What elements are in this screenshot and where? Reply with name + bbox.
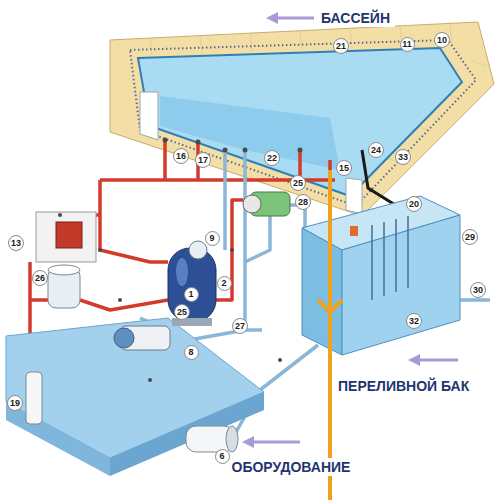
callout-number: 29 <box>465 233 475 242</box>
equipment-slab-side <box>6 402 110 476</box>
tank-probes <box>372 216 408 300</box>
tank-side <box>342 215 460 355</box>
callout-number: 20 <box>409 200 419 209</box>
tank-valve <box>350 226 358 236</box>
callout-number: 9 <box>209 234 214 243</box>
callout-number: 16 <box>176 152 186 161</box>
callout-number: 32 <box>409 317 419 326</box>
chlorinator-cap <box>48 265 80 275</box>
callout-marker: 9 <box>205 231 220 246</box>
callout-number: 10 <box>437 36 447 45</box>
callout-number: 13 <box>11 239 21 248</box>
callout-marker: 11 <box>400 37 415 52</box>
callout-number: 6 <box>219 452 224 461</box>
callout-number: 22 <box>267 154 277 163</box>
fittings <box>58 138 303 383</box>
section-heading: ПЕРЕЛИВНОЙ БАК <box>338 378 469 394</box>
callout-number: 21 <box>336 42 346 51</box>
callout-number: 17 <box>198 156 208 165</box>
callout-marker: 8 <box>184 345 199 360</box>
callout-marker: 16 <box>173 148 189 164</box>
drain-pipe <box>318 170 342 500</box>
callout-marker: 25 <box>174 304 190 320</box>
section-heading: БАССЕЙН <box>321 10 390 26</box>
callout-marker: 28 <box>295 194 311 210</box>
callout-marker: 30 <box>470 282 486 298</box>
callout-marker: 21 <box>333 38 349 54</box>
callout-number: 8 <box>188 348 193 357</box>
callout-marker: 1 <box>184 287 199 302</box>
callout-marker: 33 <box>395 149 411 165</box>
callout-number: 26 <box>35 274 45 283</box>
callout-marker: 13 <box>8 235 24 251</box>
callout-number: 25 <box>177 308 187 317</box>
section-heading: ОБОРУДОВАНИЕ <box>232 459 351 475</box>
sand-filter <box>168 248 216 322</box>
section-heading-box: БАССЕЙН <box>319 9 395 27</box>
pool-wall-cut <box>140 92 158 140</box>
callout-number: 19 <box>10 399 20 408</box>
callout-marker: 25 <box>290 175 306 191</box>
callout-marker: 19 <box>7 395 23 411</box>
callout-number: 2 <box>221 279 226 288</box>
pool-wall-cut <box>346 178 362 214</box>
control-panel <box>36 212 96 262</box>
callout-marker: 27 <box>232 318 248 334</box>
pump-fan <box>114 328 134 348</box>
callout-number: 24 <box>371 146 381 155</box>
callout-number: 30 <box>473 286 483 295</box>
section-heading-box: ОБОРУДОВАНИЕ <box>230 458 355 476</box>
callout-number: 15 <box>339 164 349 173</box>
filter-highlight <box>176 258 188 286</box>
pool-deck <box>110 22 494 216</box>
callout-marker: 2 <box>217 276 232 291</box>
callout-number: 25 <box>293 179 303 188</box>
pool-water <box>138 48 462 196</box>
heater <box>26 372 42 424</box>
callout-number: 27 <box>235 322 245 331</box>
callout-number: 33 <box>398 153 408 162</box>
callout-marker: 10 <box>434 32 450 48</box>
callout-marker: 6 <box>215 449 230 464</box>
section-heading-box: ПЕРЕЛИВНОЙ БАК <box>336 377 474 395</box>
callout-number: 28 <box>298 198 308 207</box>
callout-number: 1 <box>188 290 193 299</box>
callout-marker: 15 <box>336 160 352 176</box>
callout-marker: 29 <box>462 229 478 245</box>
pump-fan <box>243 195 261 213</box>
callout-marker: 22 <box>264 150 280 166</box>
callout-number: 11 <box>402 40 412 49</box>
callout-marker: 20 <box>406 196 422 212</box>
pool-floor <box>160 96 340 170</box>
callout-marker: 26 <box>32 270 48 286</box>
pump-end <box>226 426 238 452</box>
callout-marker: 17 <box>195 152 211 168</box>
tank-front <box>302 228 342 355</box>
callout-marker: 32 <box>406 313 422 329</box>
panel-display <box>56 222 82 248</box>
callout-marker: 24 <box>368 142 384 158</box>
filter-valve <box>189 241 207 259</box>
